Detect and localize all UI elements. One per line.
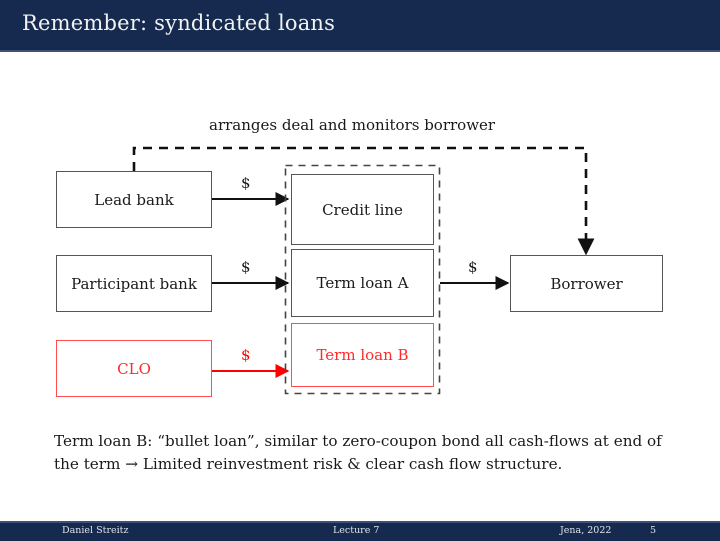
page-title: Remember: syndicated loans [22, 11, 336, 35]
node-borrower[interactable]: Borrower [510, 255, 663, 312]
footer-venue: Jena, 2022 [560, 525, 612, 536]
node-term-loan-b[interactable]: Term loan B [291, 323, 434, 387]
node-participant-bank-label: Participant bank [71, 274, 197, 293]
node-credit-line[interactable]: Credit line [291, 174, 434, 245]
node-participant-bank[interactable]: Participant bank [56, 255, 212, 312]
node-lead-bank[interactable]: Lead bank [56, 171, 212, 228]
node-lead-bank-label: Lead bank [94, 190, 174, 209]
diagram-caption-monitoring: arranges deal and monitors borrower [209, 116, 496, 134]
flow-label-dollar-participant-bank: $ [241, 258, 251, 276]
title-bar [0, 0, 720, 50]
flow-label-dollar-lead-bank: $ [241, 174, 251, 192]
flow-label-dollar-borrower: $ [468, 258, 478, 276]
body-paragraph: Term loan B: “bullet loan”, similar to z… [54, 432, 662, 474]
node-borrower-label: Borrower [550, 274, 623, 293]
footer-bar [0, 523, 720, 541]
footer-lecture: Lecture 7 [333, 525, 380, 536]
footer-accent-rule [0, 521, 720, 523]
title-bar-accent-rule [0, 50, 720, 52]
node-clo-label: CLO [117, 359, 151, 378]
node-term-loan-a[interactable]: Term loan A [291, 249, 434, 317]
node-term-loan-b-label: Term loan B [316, 346, 409, 364]
flow-label-dollar-clo: $ [241, 346, 251, 364]
footer-page-number: 5 [650, 525, 657, 536]
footer-author: Daniel Streitz [62, 525, 129, 536]
node-clo[interactable]: CLO [56, 340, 212, 397]
node-term-loan-a-label: Term loan A [316, 274, 409, 292]
node-credit-line-label: Credit line [322, 200, 403, 219]
